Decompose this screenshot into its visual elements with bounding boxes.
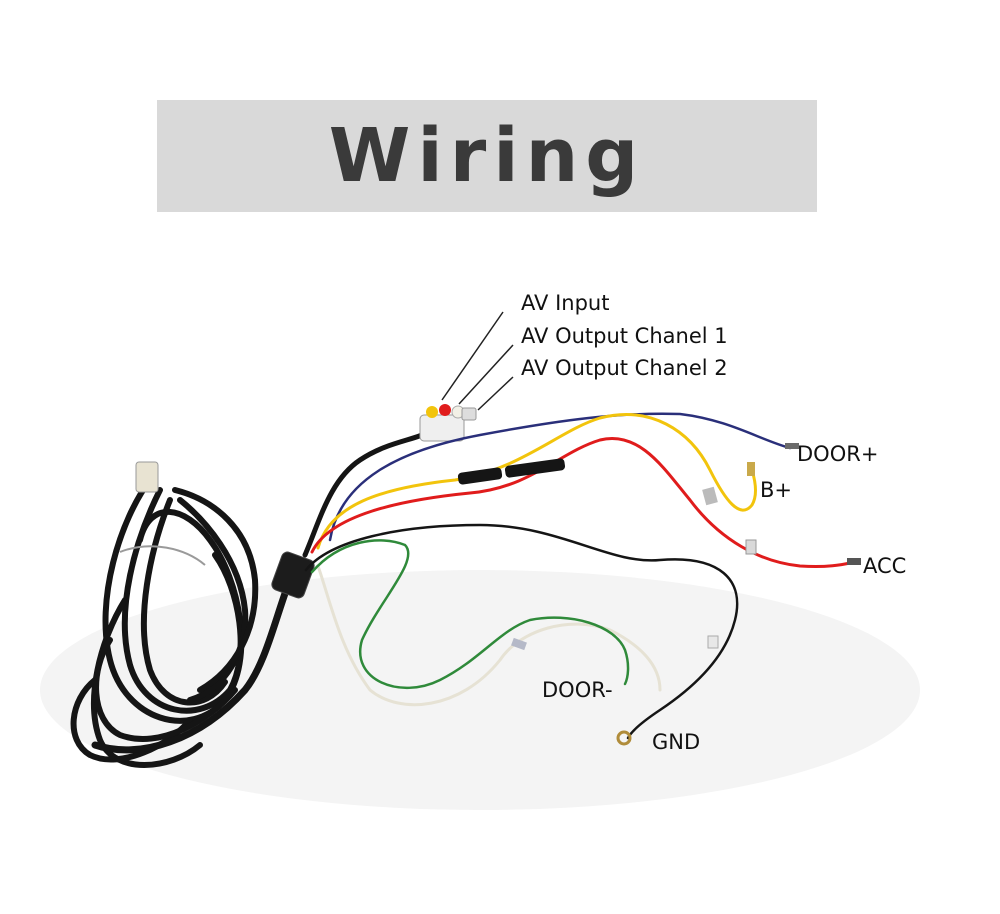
- green-wire: [310, 539, 630, 690]
- wire-terminals: [511, 443, 861, 746]
- title-banner: Wiring: [157, 100, 817, 212]
- bundle-connector: [135, 461, 159, 493]
- label-door-plus: DOOR+: [797, 442, 879, 466]
- black-wire: [304, 523, 739, 740]
- white-wire: [316, 564, 662, 707]
- rca-connectors: [419, 404, 477, 442]
- junction-block: [271, 551, 315, 599]
- av-cable: [302, 427, 433, 558]
- label-b-plus: B+: [760, 478, 793, 502]
- blue-wire: [328, 412, 792, 542]
- twist-tie: [119, 545, 206, 566]
- coiled-cable-bundle: [70, 477, 259, 768]
- fuse-holders: [457, 458, 566, 485]
- label-acc: ACC: [863, 554, 907, 578]
- yellow-wire: [316, 413, 757, 550]
- av-pointer-lines: [441, 311, 514, 411]
- photo-shadow: [40, 570, 920, 810]
- label-av-output-2: AV Output Chanel 2: [521, 356, 728, 380]
- red-wire: [310, 437, 857, 568]
- label-gnd: GND: [652, 730, 701, 754]
- label-av-output-1: AV Output Chanel 1: [521, 324, 728, 348]
- page-title: Wiring: [328, 113, 646, 199]
- label-av-input: AV Input: [521, 291, 610, 315]
- label-door-minus: DOOR-: [542, 678, 613, 702]
- trunk-cable: [91, 581, 292, 754]
